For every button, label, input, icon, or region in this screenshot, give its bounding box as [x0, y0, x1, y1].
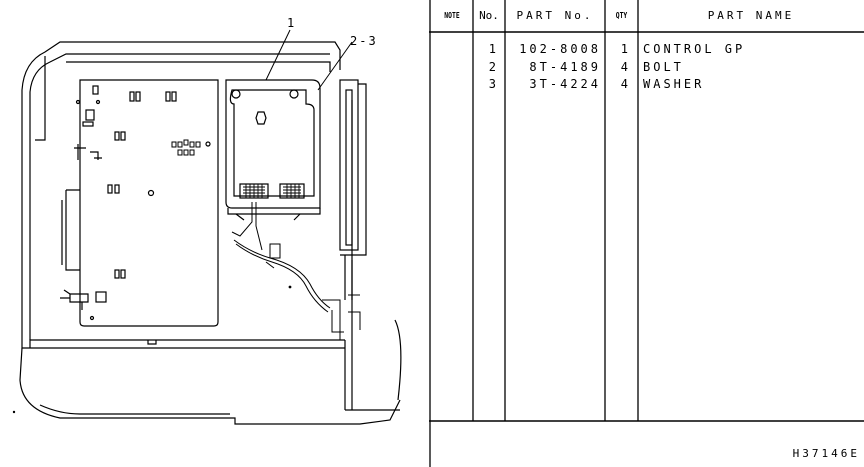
leader-lines: [265, 29, 353, 91]
row-2-part-name: BOLT: [643, 60, 684, 74]
row-3-quantity: 4: [620, 77, 631, 91]
control-module: [225, 79, 321, 221]
housing-outline: [19, 41, 402, 425]
header-note: NOTE: [444, 10, 460, 20]
header-quantity: QTY: [615, 10, 628, 20]
wiring-harness: [231, 202, 361, 340]
drawing-reference-number: H37146E: [792, 447, 860, 460]
table-grid: [429, 0, 864, 467]
row-1-part-name: CONTROL GP: [643, 42, 746, 56]
callout-1: 1: [287, 16, 296, 30]
parts-illustration: 1 2-3: [12, 16, 402, 425]
header-number: No.: [479, 8, 499, 22]
header-part-name: PART NAME: [707, 8, 795, 22]
circuit-board: [60, 79, 219, 327]
row-1-number: 1: [488, 42, 499, 56]
row-1-quantity: 1: [620, 42, 631, 56]
row-1-part-number: 102-8008: [519, 42, 601, 56]
callout-2-3: 2-3: [350, 34, 378, 48]
row-3-part-number: 3T-4224: [529, 77, 601, 91]
row-3-part-name: WASHER: [643, 77, 705, 91]
side-panel: [339, 79, 367, 300]
row-3-number: 3: [488, 77, 499, 91]
scan-dot: [12, 410, 16, 414]
parts-list-table: NOTE No. PART No. QTY PART NAME 1 102-80…: [429, 0, 864, 467]
row-2-quantity: 4: [620, 60, 631, 74]
row-2-part-number: 8T-4189: [529, 60, 601, 74]
scan-dot: [288, 285, 292, 289]
header-part-number: PART No.: [516, 8, 594, 22]
row-2-number: 2: [488, 60, 499, 74]
